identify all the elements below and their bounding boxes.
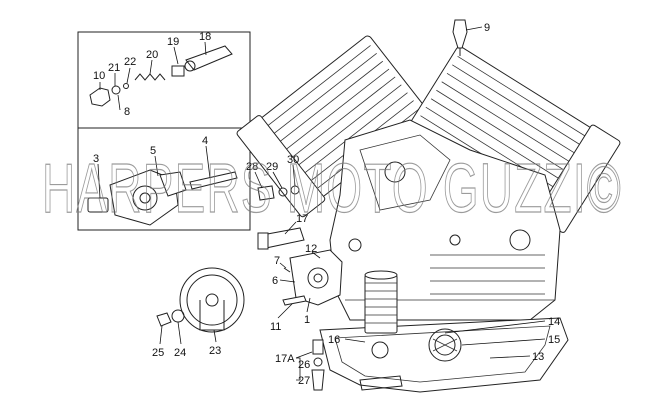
callout-30: 30 xyxy=(287,154,299,166)
callout-18: 18 xyxy=(199,31,211,43)
callout-24: 24 xyxy=(174,347,186,359)
oil-pump-assembly xyxy=(87,169,238,226)
crankcase xyxy=(329,119,561,321)
callout-9: 9 xyxy=(484,22,490,34)
leader-lines xyxy=(97,26,546,359)
callout-10: 10 xyxy=(93,70,105,82)
callout-25: 25 xyxy=(152,347,164,359)
callout-7: 7 xyxy=(274,255,280,267)
callout-14: 14 xyxy=(548,316,560,328)
callout-13: 13 xyxy=(532,351,544,363)
callout-15: 15 xyxy=(548,334,560,346)
callout-labels: 9 10 21 22 20 19 18 8 3 5 4 28 29 30 17 … xyxy=(93,22,560,387)
callout-26: 26 xyxy=(298,359,310,371)
callout-22: 22 xyxy=(124,56,136,68)
callout-21: 21 xyxy=(108,62,120,74)
callout-1: 1 xyxy=(304,314,310,326)
callout-29: 29 xyxy=(266,161,278,173)
engine-block xyxy=(236,35,621,321)
callout-12: 12 xyxy=(305,243,317,255)
bolt-17 xyxy=(257,227,305,250)
callout-bracket xyxy=(296,357,301,381)
callout-17A: 17A xyxy=(275,353,295,365)
callout-5: 5 xyxy=(150,145,156,157)
callout-6: 6 xyxy=(272,275,278,287)
sprocket xyxy=(179,267,245,333)
callout-8: 8 xyxy=(124,106,130,118)
callout-20: 20 xyxy=(146,49,158,61)
fittings xyxy=(257,185,300,201)
drain-plug-parts xyxy=(311,339,325,391)
watermark-text: HARPERS MOTO GUZZI© xyxy=(42,149,622,227)
callout-11: 11 xyxy=(270,321,281,333)
screws xyxy=(282,267,307,306)
callout-23: 23 xyxy=(209,345,221,357)
callout-27: 27 xyxy=(298,375,310,387)
callout-16: 16 xyxy=(328,334,340,346)
callout-19: 19 xyxy=(167,36,179,48)
pressure-switch xyxy=(452,19,468,56)
inset-box-pump xyxy=(77,127,251,231)
callout-4: 4 xyxy=(202,135,208,147)
nut-washer xyxy=(156,309,185,327)
callout-28: 28 xyxy=(246,161,258,173)
callout-3: 3 xyxy=(93,153,99,165)
oil-filter xyxy=(364,270,398,334)
oil-sump xyxy=(319,317,569,393)
valve-assembly xyxy=(89,45,233,107)
right-cylinder xyxy=(406,46,621,233)
callout-17: 17 xyxy=(296,213,308,225)
inset-boxes xyxy=(77,31,251,231)
